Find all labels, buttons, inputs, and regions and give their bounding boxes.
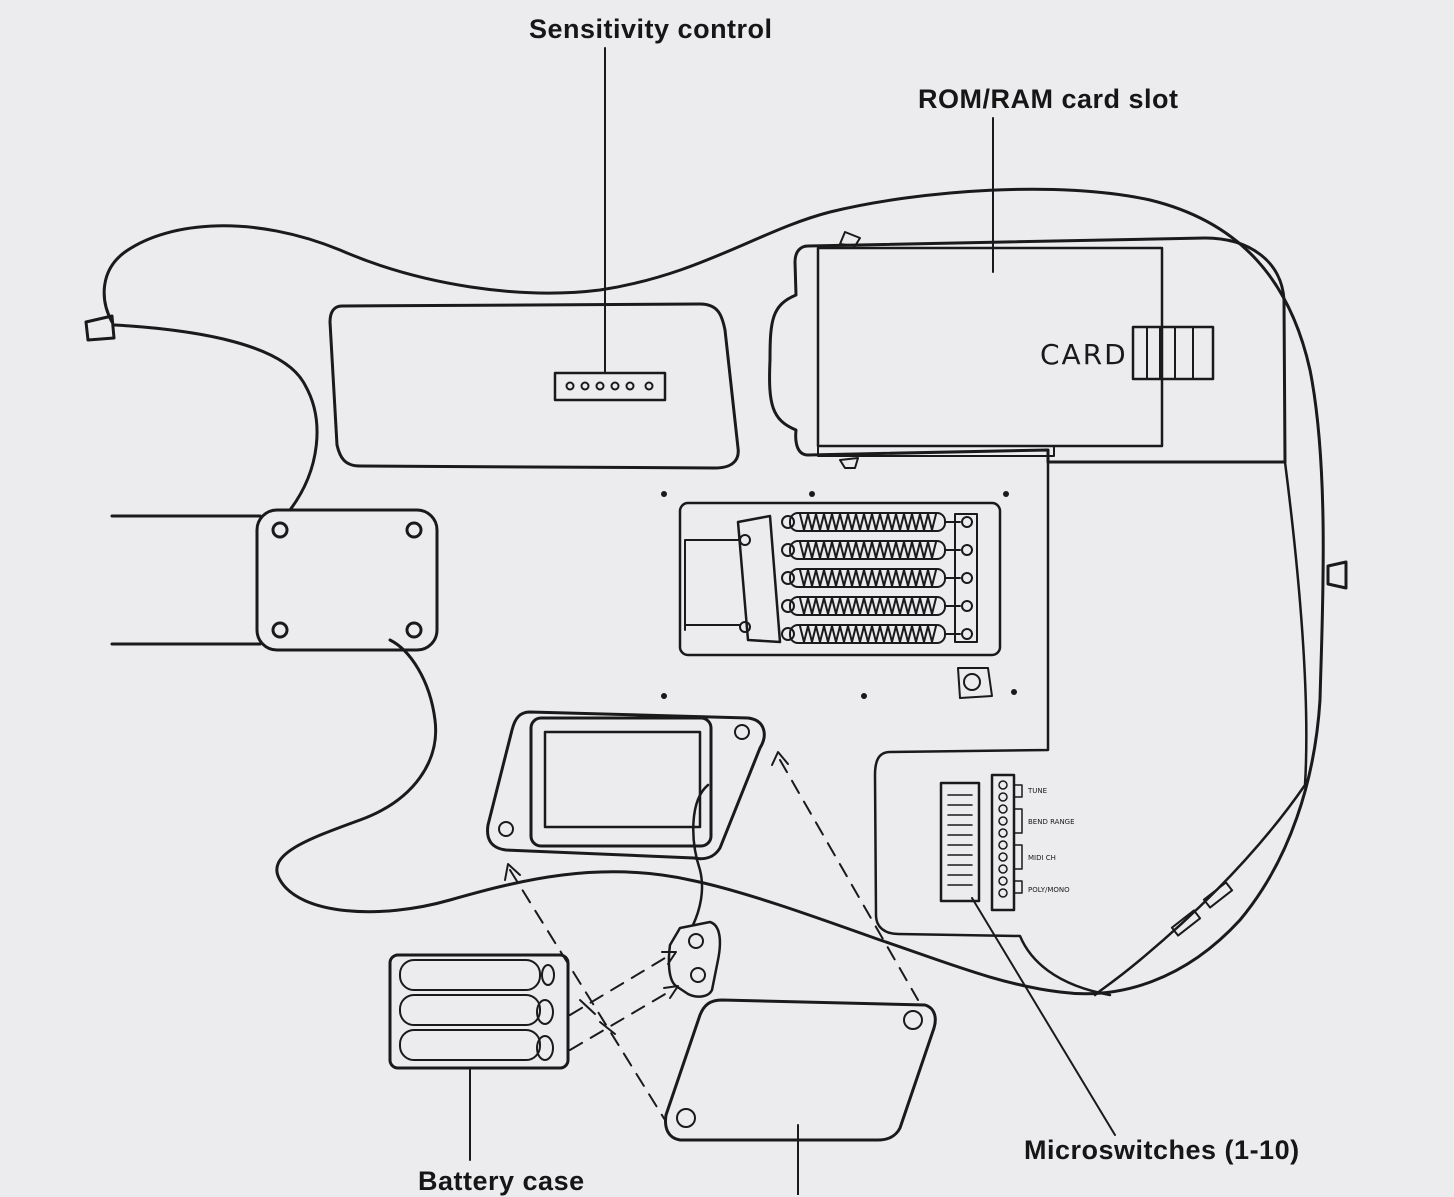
switch-label-poly-mono: POLY/MONO — [1028, 886, 1070, 894]
battery-case-label: Battery case — [418, 1166, 585, 1196]
battery-snap — [667, 920, 722, 998]
microswitch-brackets — [1013, 784, 1023, 894]
pickup-cover-plate — [486, 710, 766, 861]
pickup-opening — [529, 716, 713, 848]
cavity-vent — [1202, 881, 1234, 909]
card-slot-bottom-plate — [817, 445, 1055, 457]
pickup-plate — [328, 302, 740, 470]
neck-screw — [271, 621, 289, 639]
battery-cable — [691, 783, 710, 927]
battery-case — [388, 953, 570, 1070]
neck-screw — [405, 621, 423, 639]
strap-button-left — [84, 314, 116, 342]
cavity-vent — [1170, 909, 1202, 937]
card-slot-outer — [768, 236, 1287, 464]
switch-label-midi-ch: MIDI CH — [1028, 854, 1056, 862]
switch-label-tune: TUNE — [1027, 787, 1047, 795]
microswitch-contact-dots — [998, 780, 1008, 898]
card-slot-clip — [839, 457, 859, 469]
card-tab — [1131, 325, 1215, 381]
microswitch-slots — [947, 794, 973, 886]
bridge-tremolo-block — [736, 514, 782, 644]
pickup-inner — [543, 730, 702, 829]
microswitch-contacts — [990, 773, 1016, 912]
sensitivity-control-knobs — [565, 381, 654, 391]
guitar-body-upper-horn — [113, 323, 319, 512]
neck-plate — [255, 508, 439, 652]
snap-tick — [599, 1021, 616, 1035]
rom-ram-card-slot-label: ROM/RAM card slot — [918, 84, 1179, 114]
bridge-plate — [678, 501, 1002, 657]
bridge-adjust-screw — [963, 673, 981, 691]
snap-tick — [579, 999, 596, 1015]
microswitches-leader-line — [971, 897, 1116, 1136]
cavity-inner-line — [1093, 460, 1308, 997]
sensitivity-control-label: Sensitivity control — [529, 14, 773, 44]
battery-cells — [399, 959, 555, 1061]
bridge-claw — [684, 539, 741, 631]
battery-cover-plate — [664, 998, 937, 1142]
neck-screw — [271, 521, 289, 539]
card-slot-clip — [839, 231, 861, 247]
microswitch-block — [939, 781, 981, 903]
strap-button-right — [1326, 560, 1348, 590]
neck-screw — [405, 521, 423, 539]
cavity-outline — [873, 460, 1112, 997]
assembly-arrowheads — [504, 751, 789, 999]
switch-label-bend-range: BEND RANGE — [1028, 818, 1075, 826]
sensitivity-control-pots — [553, 371, 667, 402]
card-label: CARD — [1040, 338, 1128, 371]
bridge-adjust-knob — [957, 667, 993, 699]
microswitch-function-labels: TUNE BEND RANGE MIDI CH POLY/MONO — [1027, 787, 1075, 894]
tremolo-springs — [781, 512, 978, 644]
guitar-body-outline — [102, 187, 1325, 996]
assembly-arrows — [509, 759, 919, 1121]
mounting-holes — [661, 491, 1017, 699]
microswitches-label: Microswitches (1-10) — [1024, 1135, 1300, 1165]
